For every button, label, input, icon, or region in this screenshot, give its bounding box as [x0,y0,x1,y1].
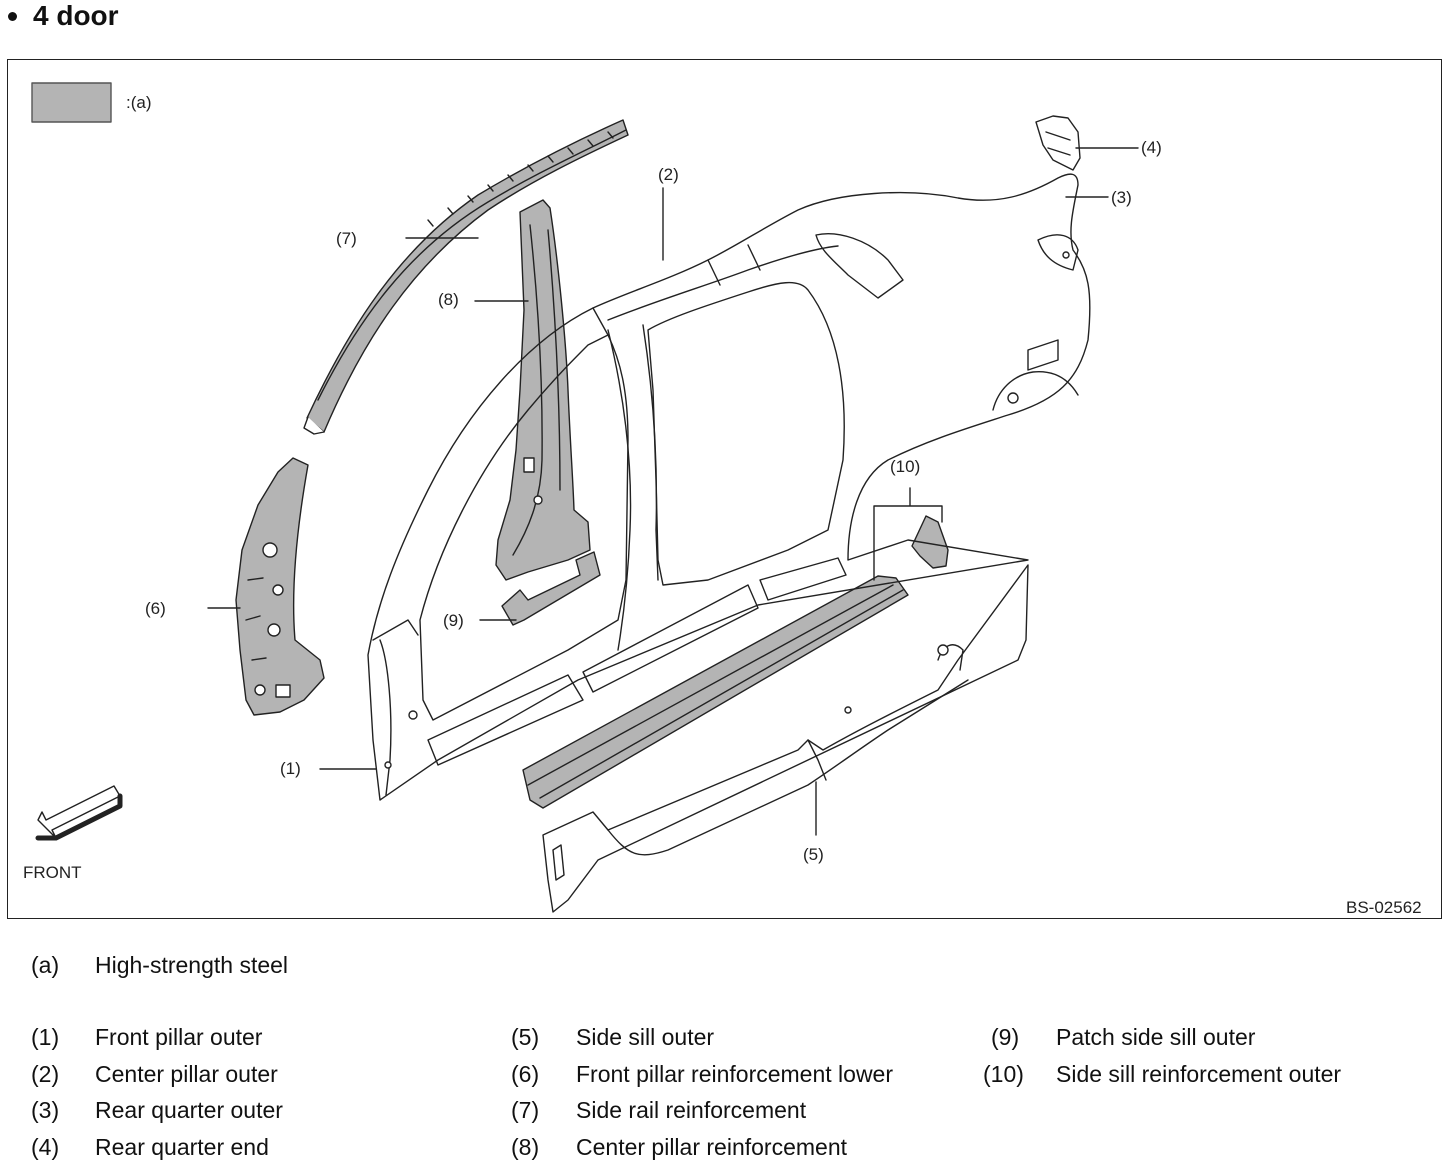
legend-text: Center pillar reinforcement [576,1134,848,1160]
legend-text: High-strength steel [95,952,289,978]
legend-num: (6) [511,1061,540,1087]
legend-text: Side sill reinforcement outer [1056,1061,1342,1087]
legend-text: Patch side sill outer [1056,1024,1256,1050]
legend-text: Front pillar outer [95,1024,263,1050]
legend-num: (a) [31,952,60,978]
legend-num: (7) [511,1097,540,1123]
front-arrow-icon [35,785,123,841]
page-heading-text: 4 door [33,0,119,31]
legend-text: Side sill outer [576,1024,715,1050]
callout-7: (7) [336,229,357,248]
diagram-canvas: (1) (2) (3) (4) (5) (6) (7) (8) (9) (10)… [23,82,1422,917]
callout-2: (2) [658,165,679,184]
part-side-sill-reinforcement-outer [522,575,909,809]
legend: (a) High-strength steel (1) Front pillar… [0,940,1450,1174]
callout-4: (4) [1141,138,1162,157]
part-side-rail-reinforcement [306,119,629,433]
legend-text: Rear quarter outer [95,1097,283,1123]
legend-text: Front pillar reinforcement lower [576,1061,894,1087]
legend-num: (5) [511,1024,540,1050]
page-heading: 4 door [6,0,119,32]
legend-num: (9) [991,1024,1020,1050]
part-patch-side-sill-outer [501,551,601,626]
legend-num: (3) [31,1097,60,1123]
legend-text: Rear quarter end [95,1134,269,1160]
callout-5: (5) [803,845,824,864]
callout-8: (8) [438,290,459,309]
parts-diagram: (1) (2) (3) (4) (5) (6) (7) (8) (9) (10)… [7,59,1442,919]
figure-code: BS-02562 [1346,898,1422,917]
callout-1: (1) [280,759,301,778]
front-label: FRONT [23,863,82,882]
part-side-sill-outer [542,564,1029,913]
legend-num: (10) [983,1061,1024,1087]
callout-10: (10) [890,457,920,476]
callout-3: (3) [1111,188,1132,207]
bullet-icon [8,11,17,21]
legend-key-label: :(a) [126,93,152,112]
legend-text: Center pillar outer [95,1061,278,1087]
legend-num: (4) [31,1134,60,1160]
legend-num: (1) [31,1024,60,1050]
callout-9: (9) [443,611,464,630]
part-body-side-outer [367,173,1091,801]
callout-6: (6) [145,599,166,618]
legend-swatch [31,82,112,123]
part-center-pillar-reinforcement [495,199,591,581]
legend-text: Side rail reinforcement [576,1097,807,1123]
legend-num: (8) [511,1134,540,1160]
part-side-sill-reinforcement-outer-small [911,515,949,569]
legend-num: (2) [31,1061,60,1087]
part-rear-quarter-end [1035,115,1081,171]
